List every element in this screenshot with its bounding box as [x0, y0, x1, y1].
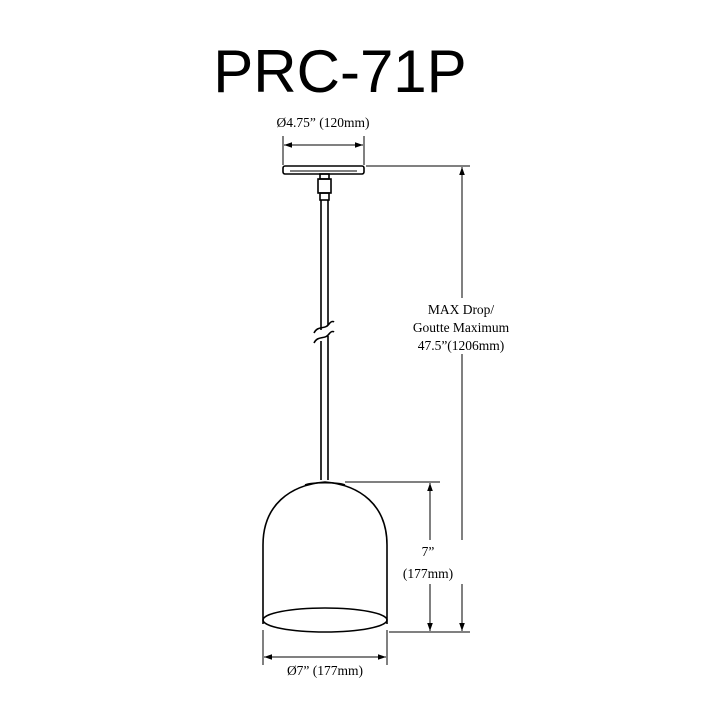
stem-coupler — [317, 173, 332, 201]
canopy — [282, 165, 365, 175]
shade-height-mm: (177mm) — [403, 566, 453, 581]
pendant-shade — [262, 481, 388, 633]
max-drop-label-en: MAX Drop/ — [428, 302, 495, 317]
stem-rod — [313, 200, 335, 480]
canopy-diameter-label: Ø4.75” (120mm) — [277, 115, 370, 130]
shade-diameter-label: Ø7” (177mm) — [287, 663, 363, 678]
model-title: PRC-71P — [213, 38, 466, 105]
max-drop-label-fr: Goutte Maximum — [413, 320, 510, 335]
shade-height-dimension: 7” (177mm) — [345, 481, 464, 633]
canopy-width-dimension: Ø4.75” (120mm) — [277, 115, 370, 165]
shade-height-inches: 7” — [422, 544, 435, 559]
max-drop-dimension: MAX Drop/ Goutte Maximum 47.5”(1206mm) — [366, 165, 526, 633]
shade-width-dimension: Ø7” (177mm) — [262, 630, 388, 678]
max-drop-value: 47.5”(1206mm) — [418, 338, 505, 353]
